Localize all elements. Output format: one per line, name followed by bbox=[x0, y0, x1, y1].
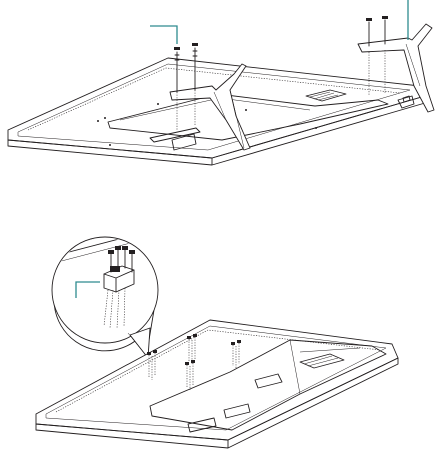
step2-panel bbox=[36, 220, 398, 448]
step1-panel bbox=[8, 0, 434, 165]
screw-callout-line bbox=[150, 26, 177, 44]
